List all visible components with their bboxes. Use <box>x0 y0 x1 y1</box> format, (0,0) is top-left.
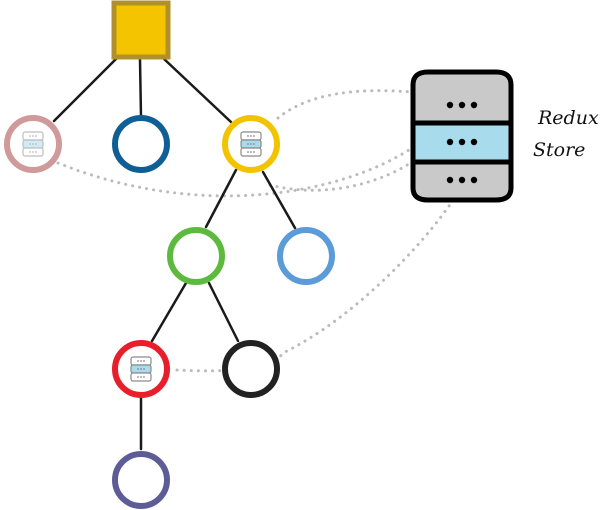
store-label-line2: Store <box>533 139 585 161</box>
node-black <box>222 340 280 398</box>
mini-db-dot <box>140 368 142 370</box>
root-square-node <box>111 0 171 60</box>
mini-db-dot <box>35 151 37 153</box>
store-dot <box>446 138 454 146</box>
database-icon <box>240 131 262 157</box>
mini-db-dot <box>253 143 255 145</box>
store-connections <box>56 89 458 373</box>
mini-db-dot <box>29 135 31 137</box>
store-dot <box>470 138 478 146</box>
node-db-icons <box>22 131 262 382</box>
node-green <box>167 227 225 285</box>
mini-db-dot <box>250 143 252 145</box>
mini-db-dot <box>250 135 252 137</box>
store-dot <box>458 101 466 109</box>
database-icon <box>22 131 44 157</box>
store-dot <box>458 176 466 184</box>
edge-green-black <box>207 281 240 343</box>
tree-edges <box>52 56 297 451</box>
mini-db-dot <box>253 151 255 153</box>
node-lightblue <box>277 227 335 285</box>
database-icon <box>130 356 152 382</box>
store-dot <box>470 101 478 109</box>
edge-root-yellow <box>161 56 233 124</box>
mini-db-dot <box>35 135 37 137</box>
mini-db-dot <box>29 143 31 145</box>
store-dot <box>458 138 466 146</box>
mini-db-dot <box>32 135 34 137</box>
mini-db-dot <box>143 376 145 378</box>
mini-db-dot <box>29 151 31 153</box>
store-link-black <box>175 194 458 373</box>
mini-db-dot <box>32 143 34 145</box>
mini-db-dot <box>140 376 142 378</box>
mini-db-dot <box>32 151 34 153</box>
mini-db-dot <box>137 368 139 370</box>
mini-db-dot <box>137 360 139 362</box>
redux-store-database-icon <box>410 69 514 203</box>
store-label-line1: Redux <box>537 107 599 129</box>
edge-root-rose <box>52 56 119 123</box>
node-navy <box>112 115 170 173</box>
store-link-rose <box>56 146 414 198</box>
mini-db-dot <box>35 143 37 145</box>
store-link-yellow-lower <box>268 160 414 192</box>
store-link-yellow <box>276 89 414 120</box>
mini-db-dot <box>247 135 249 137</box>
mini-db-dot <box>247 151 249 153</box>
mini-db-dot <box>253 135 255 137</box>
node-purple <box>112 451 170 509</box>
edge-green-red <box>150 281 188 343</box>
store-dot <box>470 176 478 184</box>
edge-yellow-green <box>204 168 238 229</box>
edge-yellow-lightblue <box>261 170 297 230</box>
edge-root-navy <box>138 58 143 119</box>
mini-db-dot <box>247 143 249 145</box>
mini-db-dot <box>143 360 145 362</box>
store-dot <box>446 101 454 109</box>
mini-db-dot <box>143 368 145 370</box>
store-dot <box>446 176 454 184</box>
mini-db-dot <box>137 376 139 378</box>
mini-db-dot <box>250 151 252 153</box>
mini-db-dot <box>140 360 142 362</box>
